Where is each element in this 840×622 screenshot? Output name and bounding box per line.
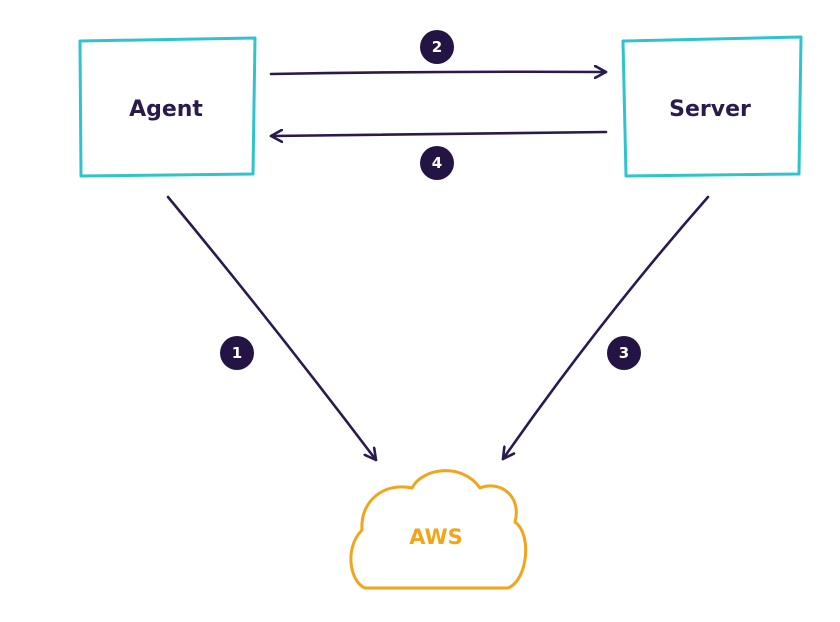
server-node: Server xyxy=(621,35,803,178)
step-badge-4: 4 xyxy=(420,146,454,180)
arrow-server-to-agent xyxy=(269,132,608,136)
aws-cloud xyxy=(349,469,528,590)
server-box xyxy=(621,35,803,178)
aws-node: AWS xyxy=(349,469,528,590)
step-number-2: 2 xyxy=(432,38,442,56)
step-number-3: 3 xyxy=(619,344,629,362)
step-badge-3: 3 xyxy=(607,336,641,370)
step-badge-1: 1 xyxy=(220,336,254,370)
arrow-server-to-aws xyxy=(503,195,710,461)
agent-node: Agent xyxy=(78,36,257,178)
arrow-agent-to-aws xyxy=(166,195,378,462)
step-number-4: 4 xyxy=(432,154,442,172)
step-badge-2: 2 xyxy=(420,30,454,64)
agent-label: Agent xyxy=(129,97,203,122)
step-number-1: 1 xyxy=(232,344,242,362)
agent-box xyxy=(78,36,257,178)
aws-label: AWS xyxy=(409,525,463,549)
server-label: Server xyxy=(669,97,751,122)
arrow-agent-to-server xyxy=(269,72,608,74)
